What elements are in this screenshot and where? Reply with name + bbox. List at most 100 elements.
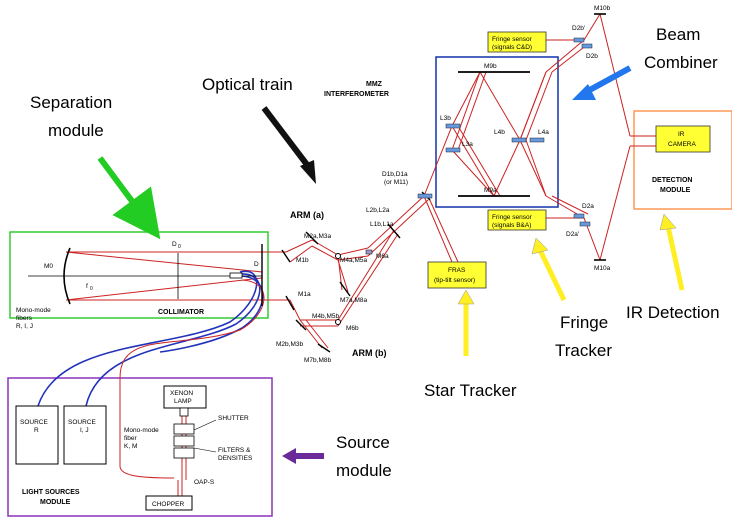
m6a-label: M6a [376, 253, 389, 260]
lenses [417, 37, 593, 227]
collimator-label: COLLIMATOR [158, 309, 204, 316]
mirror-m4b [335, 319, 341, 325]
shutter-label: SHUTTER [218, 415, 249, 422]
m9b-label: M9b [484, 63, 497, 70]
arm-b-label: ARM (b) [352, 348, 387, 358]
fringe-tracker-arrow [531, 237, 567, 302]
filters-pointer [193, 447, 217, 453]
m7a-label: M7a,M8a [340, 297, 367, 304]
beam-combiner-arrow [572, 65, 632, 100]
l4a-label: L4a [538, 129, 549, 136]
separation-label-2: module [48, 121, 104, 140]
separation-arrow [97, 156, 161, 240]
d2a-label: D2a [582, 203, 594, 210]
star-tracker-arrow [457, 289, 475, 356]
light-sources-1: LIGHT SOURCES [22, 489, 80, 496]
mirror-m4a [335, 253, 341, 259]
mmz-label-1: MMZ [366, 81, 383, 88]
or-m11-label: (or M11) [384, 179, 408, 186]
beam-paths [65, 13, 660, 496]
m2a-label: M2a,M3a [304, 233, 331, 240]
source-r-1: SOURCE [20, 419, 48, 426]
m0-label: M0 [44, 263, 53, 270]
interferometer-box [435, 56, 559, 208]
optical-train-arrow [261, 106, 316, 184]
mono-fibers-3: R, I, J [16, 323, 33, 330]
detection-2: MODULE [660, 187, 691, 194]
xenon-mount [179, 407, 189, 417]
shutter-pointer [193, 419, 217, 431]
beam-combiner-label-2: Combiner [644, 53, 718, 72]
d2b-label: D2b [586, 53, 598, 60]
d1-label: D1b,D1a [382, 171, 408, 178]
m6b-label: M6b [346, 325, 359, 332]
l4b-label: L4b [494, 129, 505, 136]
mono-fibers-2: fibers [16, 315, 33, 322]
fringe-tracker-label-2: Tracker [555, 341, 612, 360]
chopper-box [145, 495, 193, 511]
source-ij-1: SOURCE [68, 419, 96, 426]
mono-fiber-3: K, M [124, 443, 137, 450]
fiber-head [229, 272, 243, 279]
d-label: D [254, 261, 259, 268]
source-r-box [15, 405, 59, 465]
source-ij-box [63, 405, 107, 465]
light-sources-2: MODULE [40, 499, 71, 506]
d0-label: D [172, 241, 177, 248]
mono-fiber-2: fiber [124, 435, 137, 442]
m10b-label: M10b [594, 5, 611, 12]
optical-train-label: Optical train [202, 75, 293, 94]
arm-a-label: ARM (a) [290, 210, 324, 220]
d2a-prime-label: D2a' [566, 231, 579, 238]
detection-1: DETECTION [652, 177, 692, 184]
fringe-ba-1: Fringe sensor [492, 214, 533, 221]
fibers [37, 270, 264, 407]
f0-sub: 0 [90, 286, 93, 292]
fras-1: FRAS [448, 267, 466, 274]
mono-fibers-1: Mono-mode [16, 307, 51, 314]
ir-camera-box [655, 125, 711, 153]
source-r-2: R [34, 427, 39, 434]
oap-label: OAP-S [194, 479, 215, 486]
fringe-cd-2: (signals C&D) [492, 44, 532, 51]
detection-module-box [633, 110, 732, 210]
l1-label: L1b,L1a [370, 221, 394, 228]
filters-2: DENSITIES [218, 455, 253, 462]
m4b-label: M4b,M5b [312, 313, 339, 320]
m7b-label: M7b,M8b [304, 357, 331, 364]
mono-fiber-1: Mono-mode [124, 427, 159, 434]
light-sources-box [7, 377, 273, 517]
l3b-label: L3b [440, 115, 451, 122]
source-ij-2: I, J [80, 427, 89, 434]
f0-label: f [86, 283, 88, 290]
ir-detection-label: IR Detection [626, 303, 720, 322]
star-tracker-label: Star Tracker [424, 381, 517, 400]
filters-1: FILTERS & [218, 447, 251, 454]
m10a-label: M10a [594, 265, 611, 272]
ir-camera-2: CAMERA [668, 141, 696, 148]
xenon-1: XENON [170, 390, 193, 397]
fringe-sensor-cd [487, 31, 547, 53]
fringe-tracker-label-1: Fringe [560, 313, 608, 332]
source-module-label-2: module [336, 461, 392, 480]
d0-sub: 0 [178, 244, 181, 250]
filter-box-2 [173, 447, 195, 459]
mirror-m6a [365, 249, 373, 255]
fras-2: (tip-tilt sensor) [434, 277, 475, 284]
chopper-label: CHOPPER [152, 501, 184, 508]
m1b-label: M1b [296, 257, 309, 264]
arm-mirrors [281, 191, 431, 353]
ir-camera-1: IR [678, 131, 685, 138]
fringe-sensor-ba [487, 209, 547, 231]
beam-combiner-label-1: Beam [656, 25, 700, 44]
d2b-prime-label: D2b' [572, 25, 585, 32]
m2b-label: M2b,M3b [276, 341, 303, 348]
l2-label: L2b,L2a [366, 207, 390, 214]
m1a-label: M1a [298, 291, 311, 298]
shutter-box [173, 423, 195, 435]
source-module-arrow [282, 448, 324, 464]
ir-detection-arrow [659, 213, 685, 291]
m9a-label: M9a [484, 187, 497, 194]
m4a-label: M4a,M5a [340, 257, 367, 264]
